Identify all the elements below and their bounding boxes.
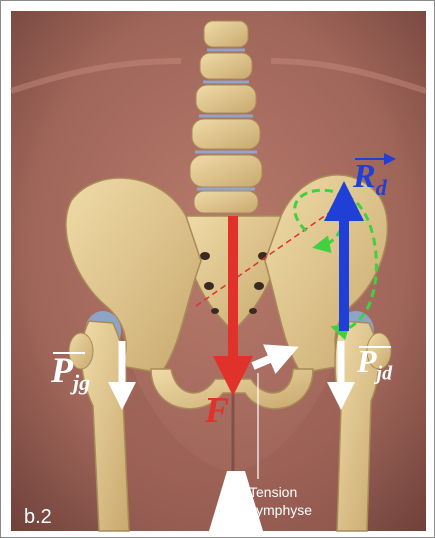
weight-force-label: F (205, 389, 229, 431)
left-joint-force-subscript: jg (73, 370, 90, 395)
caption-line-2: symphyse (249, 501, 312, 519)
left-joint-force-label: Pjg (51, 349, 90, 396)
reaction-force-label: Rd (353, 158, 387, 201)
reaction-force-subscript: d (376, 175, 387, 200)
right-joint-force-subscript: jd (377, 362, 393, 384)
caption-line-1: Tension (249, 483, 312, 501)
right-joint-force-label: Pjd (357, 343, 392, 385)
symphysis-tension-caption: Tension symphyse (249, 483, 312, 519)
panel-label: b.2 (24, 506, 52, 529)
